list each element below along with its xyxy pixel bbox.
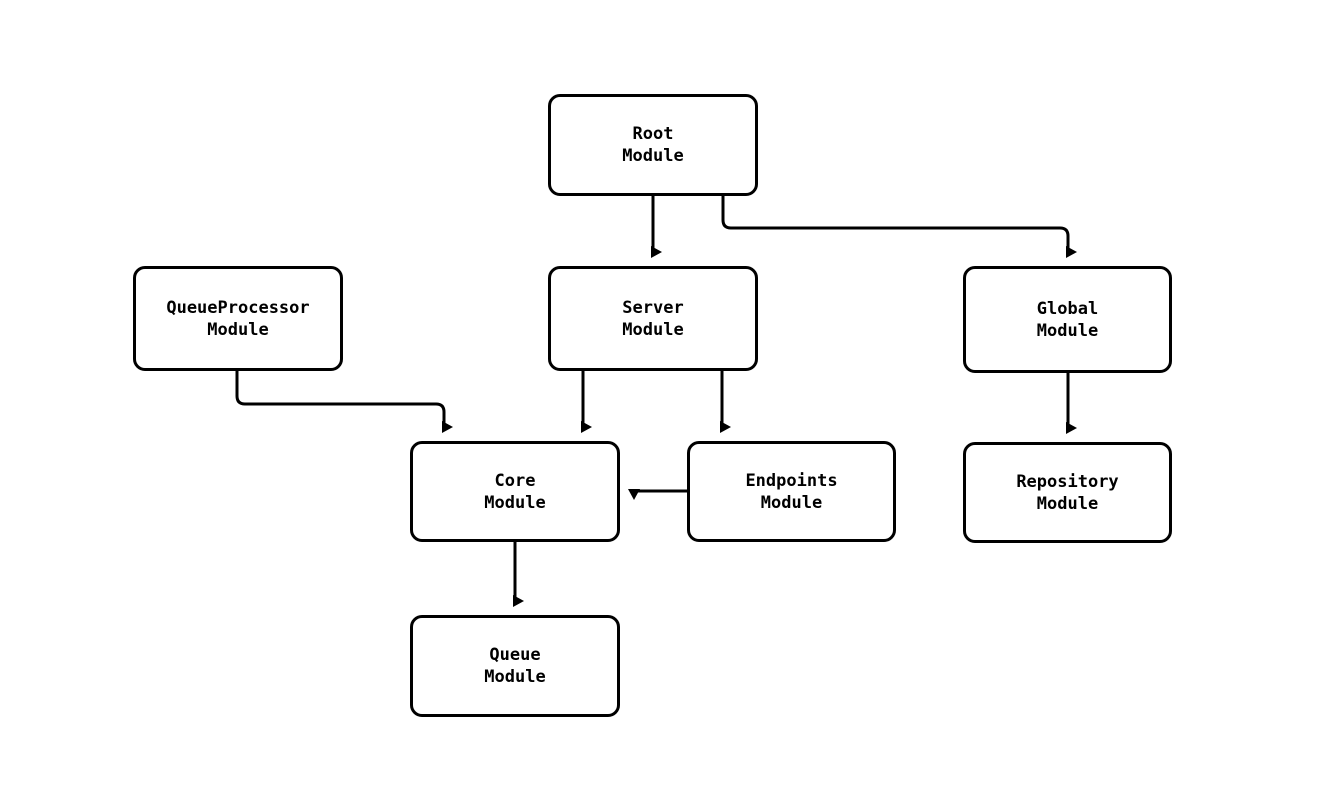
node-label-line1: Root: [632, 124, 674, 144]
node-label-line1: Server: [622, 297, 684, 318]
node-repository-module[interactable]: Repository Module: [963, 442, 1172, 543]
node-queue-module[interactable]: Queue Module: [410, 615, 620, 717]
node-label-line1: Queue: [489, 645, 541, 665]
node-queueprocessor-module[interactable]: QueueProcessor Module: [133, 266, 343, 371]
node-core-module[interactable]: Core Module: [410, 441, 620, 542]
node-label-line1: Endpoints: [745, 470, 838, 491]
node-label-line2: Module: [1036, 320, 1099, 341]
edge-queueprocessor-core: [235, 371, 453, 433]
node-label-line2: Module: [484, 492, 546, 513]
node-label-line2: Module: [622, 319, 684, 340]
node-label-line1: QueueProcessor: [166, 297, 310, 318]
node-label-line2: Module: [760, 492, 823, 513]
node-label-line1: Core: [494, 470, 536, 491]
node-label-line2: Module: [484, 667, 546, 687]
node-server-module[interactable]: Server Module: [548, 266, 758, 371]
node-label-line2: Module: [207, 319, 269, 340]
node-root-module[interactable]: Root Module: [548, 94, 758, 196]
node-endpoints-module[interactable]: Endpoints Module: [687, 441, 896, 542]
node-label-line2: Module: [1036, 493, 1099, 514]
node-label-line2: Module: [622, 146, 684, 166]
node-global-module[interactable]: Global Module: [963, 266, 1172, 373]
node-label-line1: Global: [1036, 298, 1099, 319]
node-label-line1: Repository: [1016, 471, 1119, 492]
edge-root-global: [721, 196, 1077, 258]
